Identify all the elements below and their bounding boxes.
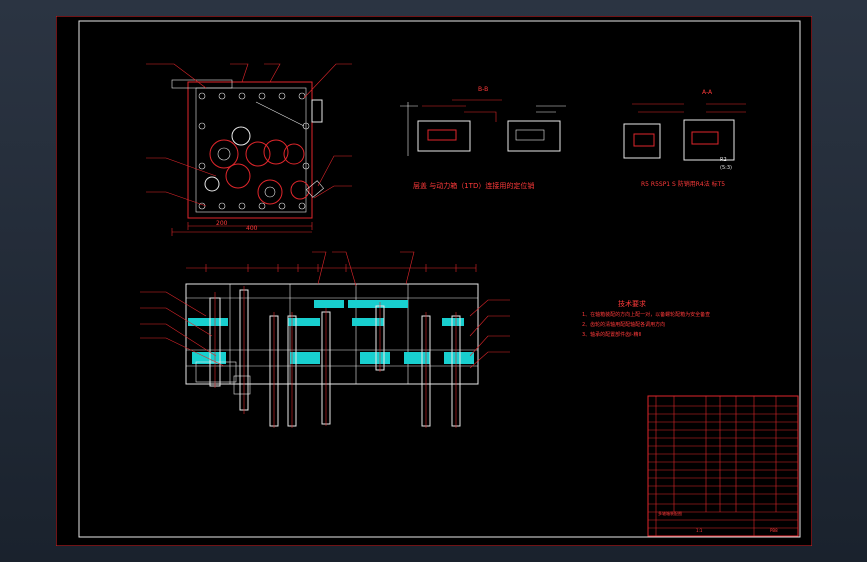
inner-frame — [78, 20, 801, 538]
oil-cup — [306, 180, 324, 198]
shafts — [209, 289, 461, 427]
lever-line — [255, 101, 305, 127]
note-b: 层盖 与动力箱（1TD）连接用的定位销 — [413, 181, 534, 190]
top-view-inner — [195, 87, 307, 213]
gear-8 — [290, 180, 310, 200]
outer-frame — [56, 16, 812, 546]
drawing-canvas: 200 400 B-B 层盖 与动力箱（1TD）连接用的定位销 A-A — [56, 16, 812, 546]
gear-9 — [204, 176, 220, 192]
drawing-number: PB8 — [770, 528, 778, 533]
drawing-sheet: 200 400 B-B 层盖 与动力箱（1TD）连接用的定位销 A-A — [56, 16, 812, 546]
bolt-holes — [198, 92, 310, 210]
bb-block-right — [507, 120, 561, 152]
title-block: 多轴箱装配图 1:1 PB8 — [647, 395, 799, 537]
box-housing — [185, 283, 479, 385]
drawing-title: 多轴箱装配图 — [658, 510, 682, 516]
tech-requirements: 技术要求 1、在轴箱装配的方向上配一对，以备螺轮配箱为安全备查 2、齿轮的清轴用… — [582, 299, 710, 338]
main-leaders — [140, 251, 510, 369]
housing-dividers — [229, 284, 409, 384]
dim-line-400 — [171, 228, 312, 236]
main-section — [140, 251, 510, 428]
gear-1-hub — [217, 147, 231, 161]
section-aa: A-A R2 (5:3) R5 R5SP1 S 防销用R4法 标T5 — [623, 89, 746, 188]
gear-5 — [283, 143, 305, 165]
bb-block-left — [417, 120, 471, 152]
tech-req-title: 技术要求 — [618, 299, 646, 308]
bb-leaders — [422, 99, 502, 122]
side-handle — [311, 99, 323, 123]
shaft-centerlines — [214, 286, 457, 428]
dim-ticks — [205, 264, 477, 272]
aa-leaders — [632, 103, 746, 113]
parts-table-frame — [647, 395, 799, 537]
bb-pin-right — [515, 129, 545, 141]
aa-tag-2: (5:3) — [720, 165, 732, 171]
top-view-outline — [187, 81, 313, 219]
note-a: R5 R5SP1 S 防销用R4法 标T5 — [641, 180, 725, 188]
aa-pin-right — [691, 131, 719, 145]
tech-req-item-1: 1、在轴箱装配的方向上配一对，以备螺轮配箱为安全备查 — [582, 311, 710, 318]
gear-2 — [231, 126, 251, 146]
aa-block-right — [683, 119, 735, 161]
dim-200: 200 — [216, 220, 228, 227]
dim-line-200 — [187, 222, 313, 230]
parts-table-cols — [655, 396, 777, 536]
aa-title: A-A — [702, 89, 713, 96]
parts-table-rows — [648, 405, 798, 529]
drive-shaft-end — [233, 375, 251, 395]
drawing-scale: 1:1 — [696, 528, 703, 533]
gear-3 — [245, 141, 271, 167]
aa-tag-1: R2 — [720, 157, 727, 163]
tech-req-item-3: 3、轴承的配置部件齿Ⅰ-精Ⅱ — [582, 331, 641, 338]
bb-callouts — [536, 105, 566, 113]
cyan-sections — [188, 300, 474, 364]
tech-req-item-2: 2、齿轮的清轴用配配轴配各调用方向 — [582, 321, 665, 328]
top-cover-bar — [171, 79, 233, 89]
housing-lines — [186, 297, 478, 367]
gear-4 — [263, 139, 289, 165]
leaders-top — [146, 63, 352, 207]
gear-7-hub — [264, 186, 276, 198]
aa-pin-left — [633, 133, 655, 147]
gear-6 — [225, 163, 251, 189]
gear-1 — [209, 139, 239, 169]
section-bb: B-B 层盖 与动力箱（1TD）连接用的定位销 — [400, 86, 566, 190]
top-view: 200 400 — [146, 63, 352, 236]
bb-dim — [400, 102, 418, 156]
dim-400: 400 — [246, 225, 258, 232]
aa-block-left — [623, 123, 661, 159]
gear-7 — [257, 179, 283, 205]
bb-title: B-B — [478, 86, 488, 93]
bb-pin-left — [427, 129, 457, 141]
